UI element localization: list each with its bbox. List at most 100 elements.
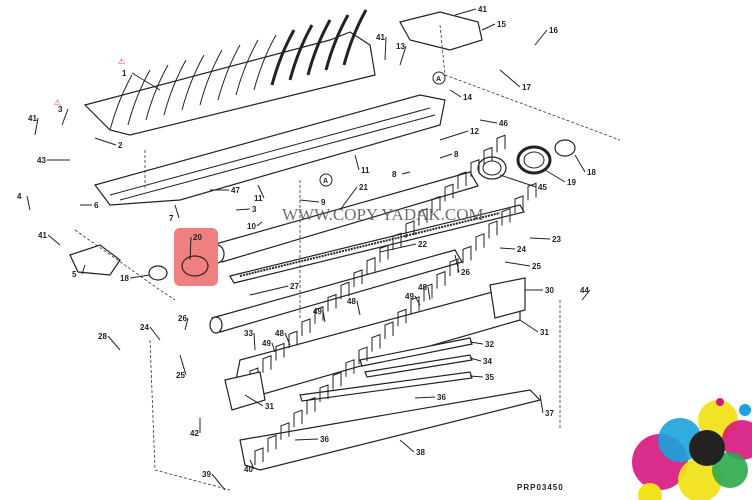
callout-label: 19: [567, 178, 576, 187]
plate-32: [359, 337, 473, 367]
callout-label: 49: [262, 339, 271, 348]
callout-label: 11: [361, 166, 370, 175]
callout-label: 16: [549, 26, 558, 35]
callout-44: 44: [580, 286, 591, 301]
callout-label: 31: [265, 402, 274, 411]
exit-guide-38: [239, 389, 542, 471]
callout-label: 41: [376, 33, 385, 42]
leader-line: [481, 23, 496, 31]
leader-line: [81, 264, 86, 275]
callout-label: 34: [483, 357, 492, 366]
leader-line: [379, 243, 417, 253]
callout-label: 48: [275, 329, 284, 338]
leader-line: [249, 285, 289, 296]
plate-35: [299, 371, 473, 402]
callout-24: 24: [140, 323, 161, 341]
callout-label: 4: [17, 192, 22, 201]
callout-15: 15: [481, 20, 506, 31]
callout-label: 39: [202, 470, 211, 479]
leader-line: [294, 438, 319, 441]
ring-18-right: [554, 139, 576, 157]
callout-17: 17: [499, 69, 531, 92]
callout-48: 48: [347, 297, 361, 316]
callout-label: 27: [290, 282, 299, 291]
highlight-part-20[interactable]: [174, 228, 218, 286]
leader-line: [499, 69, 521, 88]
callout-4: 4: [17, 192, 31, 211]
leader-line: [174, 204, 180, 219]
leader-line: [499, 247, 516, 250]
leader-line: [131, 72, 161, 91]
callout-label: 3: [252, 205, 257, 214]
leader-line: [534, 29, 548, 46]
leader-line: [427, 286, 431, 301]
callout-A: A: [432, 71, 446, 85]
leader-line: [479, 119, 498, 124]
callout-label: 13: [396, 42, 405, 51]
callout-7: 7: [169, 204, 180, 223]
callout-label: 18: [120, 274, 129, 283]
callout-label: 32: [485, 340, 494, 349]
callout-5: 5: [72, 264, 86, 279]
callout-12: 12: [439, 127, 479, 141]
leader-line: [399, 45, 407, 66]
callout-30: 30: [525, 286, 554, 295]
callout-3: 3: [58, 105, 69, 126]
callout-label: 42: [190, 429, 199, 438]
callout-label: 18: [587, 168, 596, 177]
callout-label: 20: [193, 233, 202, 242]
callout-2: 2: [94, 137, 123, 150]
callout-40: 40: [244, 459, 255, 474]
callout-label: 36: [437, 393, 446, 402]
callout-label: 25: [176, 371, 185, 380]
callout-label: 44: [580, 286, 589, 295]
leader-line: [529, 237, 551, 240]
leader-line: [384, 36, 387, 61]
callout-label: 10: [247, 222, 256, 231]
callout-label: 31: [540, 328, 549, 337]
callout-49: 49: [313, 307, 326, 323]
callout-38: 38: [399, 439, 425, 457]
callout-13: 13: [396, 42, 407, 66]
callout-6: 6: [80, 201, 99, 210]
callout-label: 23: [552, 235, 561, 244]
callout-27: 27: [249, 282, 299, 296]
callout-label: 24: [140, 323, 149, 332]
callout-18: 18: [574, 154, 596, 177]
callout-28: 28: [98, 332, 121, 351]
callout-8: 8: [439, 150, 459, 159]
leader-line: [539, 394, 544, 414]
leader-line: [257, 184, 265, 199]
callout-label: 38: [416, 448, 425, 457]
callout-48: 48: [275, 329, 291, 346]
callout-label: 25: [532, 262, 541, 271]
leader-line: [469, 375, 484, 378]
callout-48: 48: [418, 283, 431, 301]
callout-36: 36: [294, 435, 329, 444]
callout-label: 41: [38, 231, 47, 240]
callout-label: 26: [461, 268, 470, 277]
callout-19: 19: [544, 169, 576, 187]
callout-34: 34: [469, 357, 492, 366]
leader-line: [454, 8, 477, 16]
callout-14: 14: [449, 89, 472, 102]
callout-23: 23: [529, 235, 561, 244]
leader-line: [299, 199, 320, 203]
callout-label: 2: [118, 141, 123, 150]
callout-label: 47: [231, 186, 240, 195]
callout-label: 8: [392, 170, 397, 179]
leader-line: [544, 169, 566, 183]
leader-line: [271, 342, 276, 353]
callout-label: 48: [418, 283, 427, 292]
callout-33: 33: [244, 329, 256, 351]
watermark: WWW.COPY YADAK.COM: [282, 205, 484, 224]
gear-19: [516, 145, 552, 175]
callout-47: 47: [210, 186, 240, 195]
callout-31: 31: [519, 319, 549, 337]
leader-line: [414, 295, 421, 306]
leader-line: [129, 274, 151, 279]
change-marker: ⚠: [54, 98, 61, 107]
leader-line: [26, 195, 31, 211]
leader-line: [107, 335, 121, 351]
